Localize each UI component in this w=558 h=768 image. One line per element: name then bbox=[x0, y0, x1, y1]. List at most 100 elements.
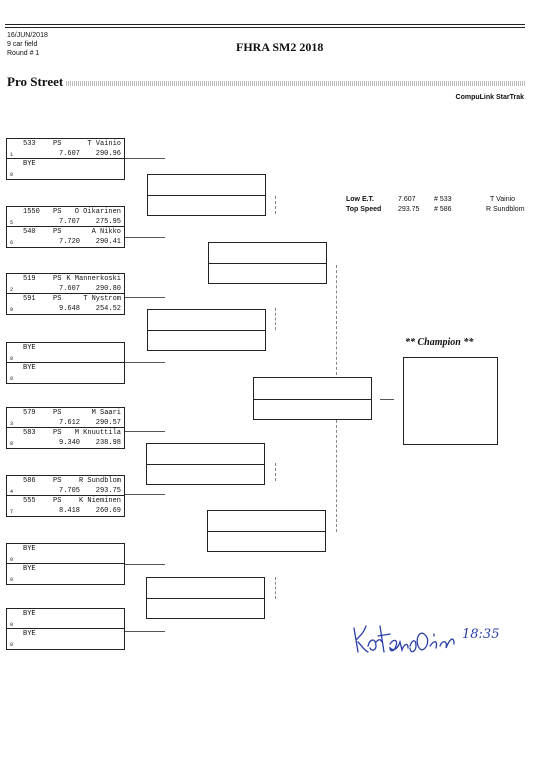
elapsed-time: 9.648 bbox=[59, 305, 81, 313]
trap-speed: 290.57 bbox=[95, 419, 121, 427]
lane-entry: 519 PS K Mannerkoski 2 7.607 290.80 bbox=[6, 273, 125, 294]
lane-entry-bye: BYE 0 bbox=[6, 342, 125, 363]
title-leader-dots bbox=[66, 81, 526, 86]
lane-entry-bye: BYE 0 bbox=[6, 363, 125, 384]
lane-entry: 586 PS R Sundblom 4 7.705 293.75 bbox=[6, 475, 125, 496]
qualifying-position: 2 bbox=[10, 287, 14, 293]
elapsed-time: 7.705 bbox=[59, 487, 81, 495]
bracket-line bbox=[125, 564, 165, 565]
driver-name: A Nikko bbox=[91, 228, 121, 236]
class-name: Pro Street bbox=[7, 74, 64, 89]
bracket-line bbox=[380, 399, 394, 400]
bracket-line bbox=[125, 431, 165, 432]
qualifying-position: 0 bbox=[10, 622, 14, 628]
elapsed-time: 7.607 bbox=[59, 150, 81, 158]
car-number: 540 bbox=[23, 228, 36, 236]
top-speed-car: # 586 bbox=[434, 206, 452, 213]
bracket-line bbox=[275, 463, 276, 481]
car-class: PS bbox=[53, 275, 62, 283]
timing-system: CompuLink StarTrak bbox=[455, 94, 524, 101]
elapsed-time: 9.340 bbox=[59, 439, 81, 447]
driver-name: K Mannerkoski bbox=[66, 275, 121, 283]
qualifying-position: 0 bbox=[10, 577, 14, 583]
bye-label: BYE bbox=[23, 364, 36, 372]
bracket-line bbox=[125, 158, 165, 159]
quarterfinal-box bbox=[146, 443, 265, 485]
lane-entry-bye: BYE 0 bbox=[6, 564, 125, 585]
car-number: 519 bbox=[23, 275, 36, 283]
signature-time: 18:35 bbox=[462, 627, 499, 642]
car-class: PS bbox=[53, 140, 62, 148]
lane-entry: 533 PS T Vainio 1 7.607 290.96 bbox=[6, 138, 125, 159]
car-class: PS bbox=[53, 208, 62, 216]
quarterfinal-box bbox=[147, 309, 266, 351]
qualifying-position: 0 bbox=[10, 557, 14, 563]
driver-name: R Sundblom bbox=[78, 477, 121, 485]
car-number: 586 bbox=[23, 477, 36, 485]
top-speed-value: 293.75 bbox=[398, 206, 420, 213]
elapsed-time: 7.707 bbox=[59, 218, 81, 226]
qualifying-position: 0 bbox=[10, 376, 14, 382]
lane-entry-bye: BYE 0 bbox=[6, 629, 125, 650]
car-number: 555 bbox=[23, 497, 36, 505]
lane-entry-bye: BYE 0 bbox=[6, 159, 125, 180]
elapsed-time: 8.418 bbox=[59, 507, 81, 515]
driver-name: T Nystrom bbox=[83, 295, 121, 303]
bracket-line bbox=[275, 577, 276, 599]
semifinal-box bbox=[207, 510, 326, 552]
bye-label: BYE bbox=[23, 344, 36, 352]
car-class: PS bbox=[53, 295, 62, 303]
top-speed-driver: R Sundblom bbox=[486, 206, 525, 213]
quarterfinal-box bbox=[146, 577, 265, 619]
champion-box bbox=[403, 357, 498, 445]
lane-entry-bye: BYE 0 bbox=[6, 608, 125, 629]
driver-name: K Nieminen bbox=[78, 497, 121, 505]
round-number: Round # 1 bbox=[7, 50, 40, 57]
car-number: 591 bbox=[23, 295, 36, 303]
driver-name: M Knuuttila bbox=[74, 429, 121, 437]
top-speed-label: Top Speed bbox=[346, 206, 382, 213]
elapsed-time: 7.720 bbox=[59, 238, 81, 246]
lane-entry-bye: BYE 0 bbox=[6, 543, 125, 564]
qualifying-position: 4 bbox=[10, 489, 14, 495]
low-et-car: # 533 bbox=[434, 196, 452, 203]
semifinal-box bbox=[208, 242, 327, 284]
qualifying-position: 0 bbox=[10, 172, 14, 178]
trap-speed: 290.80 bbox=[95, 285, 121, 293]
car-number: 533 bbox=[23, 140, 36, 148]
bracket-line bbox=[125, 237, 165, 238]
driver-name: M Saari bbox=[91, 409, 121, 417]
lane-entry: 583 PS M Knuuttila 8 9.340 238.98 bbox=[6, 428, 125, 449]
elapsed-time: 7.612 bbox=[59, 419, 81, 427]
car-number: 579 bbox=[23, 409, 36, 417]
handwritten-signature: 18:35 bbox=[353, 625, 499, 653]
quarterfinal-box bbox=[147, 174, 266, 216]
bracket-line bbox=[336, 420, 337, 532]
car-class: PS bbox=[53, 409, 62, 417]
trap-speed: 260.69 bbox=[95, 507, 121, 515]
bracket-line bbox=[125, 362, 165, 363]
bracket-line bbox=[275, 196, 276, 214]
car-class: PS bbox=[53, 497, 62, 505]
low-et-value: 7.607 bbox=[398, 196, 416, 203]
trap-speed: 238.98 bbox=[95, 439, 121, 447]
lane-entry: 579 PS M Saari 3 7.612 290.57 bbox=[6, 407, 125, 428]
event-title: FHRA SM2 2018 bbox=[236, 40, 324, 54]
driver-name: O Oikarinen bbox=[74, 208, 121, 216]
bye-label: BYE bbox=[23, 610, 36, 618]
qualifying-position: 3 bbox=[10, 421, 14, 427]
lane-entry: 540 PS A Nikko 6 7.720 290.41 bbox=[6, 227, 125, 248]
low-et-driver: T Vainio bbox=[490, 196, 516, 203]
lane-entry: 1550 PS O Oikarinen 5 7.707 275.95 bbox=[6, 206, 125, 227]
qualifying-position: 0 bbox=[10, 356, 14, 362]
trap-speed: 275.95 bbox=[95, 218, 121, 226]
bye-label: BYE bbox=[23, 565, 36, 573]
trap-speed: 290.41 bbox=[95, 238, 121, 246]
bye-label: BYE bbox=[23, 545, 36, 553]
car-number: 583 bbox=[23, 429, 36, 437]
bracket-line bbox=[336, 265, 337, 375]
lane-entry: 555 PS K Nieminen 7 8.418 260.69 bbox=[6, 496, 125, 517]
lane-entry: 591 PS T Nystrom 9 9.648 254.52 bbox=[6, 294, 125, 315]
car-class: PS bbox=[53, 228, 62, 236]
bracket-line bbox=[125, 631, 165, 632]
